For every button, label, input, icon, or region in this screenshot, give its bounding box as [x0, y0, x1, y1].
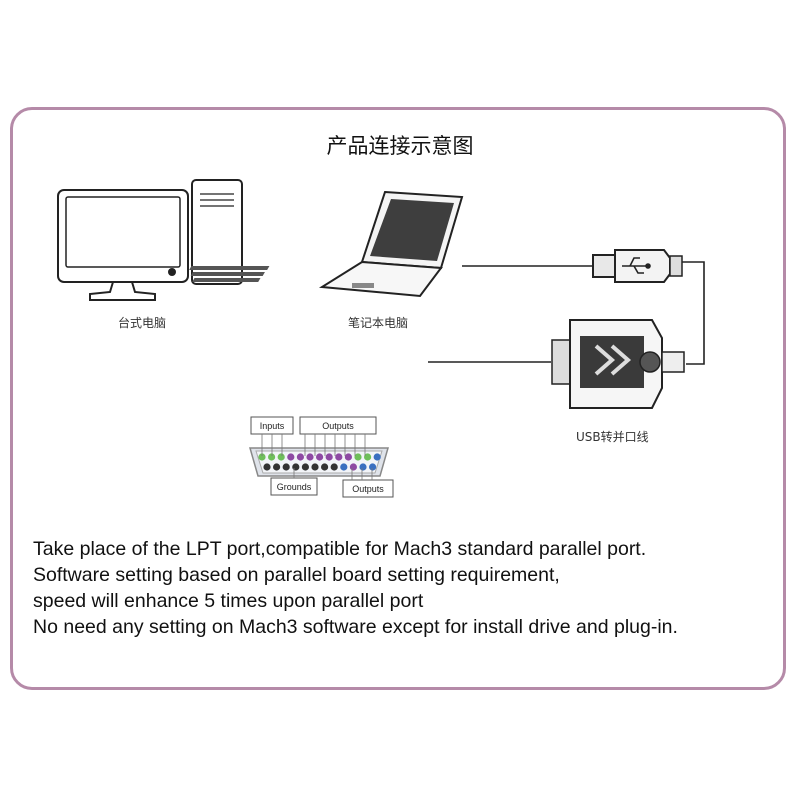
description-line: Software setting based on parallel board… [33, 564, 560, 586]
description-line: No need any setting on Mach3 software ex… [33, 616, 678, 638]
db25-pin [301, 463, 309, 471]
db25-pin [344, 453, 352, 461]
db25-pin [287, 453, 295, 461]
db25-pin [373, 453, 381, 461]
desktop-caption: 台式电脑 [118, 316, 167, 330]
usb-plug-icon [592, 249, 683, 283]
db25-pin [296, 453, 304, 461]
db25-pin [311, 463, 319, 471]
db25-pin [335, 453, 343, 461]
db25-connector-icon: Inputs Outputs Grounds Outputs [249, 416, 394, 498]
parallel-adapter-icon [551, 319, 685, 409]
db25-pin [292, 463, 300, 471]
db25-pin [277, 453, 285, 461]
description-line: speed will enhance 5 times upon parallel… [33, 590, 424, 612]
description-line: Take place of the LPT port,compatible fo… [33, 538, 647, 560]
db25-pin [330, 463, 338, 471]
pinout-grounds-label: Grounds [277, 482, 312, 492]
db25-pin [263, 463, 271, 471]
desktop-computer-icon [57, 179, 243, 301]
pinout-inputs-label: Inputs [260, 421, 285, 431]
db25-pin [325, 453, 333, 461]
db25-pin [364, 453, 372, 461]
pinout-outputs-bottom-label: Outputs [352, 484, 384, 494]
db25-pin [369, 463, 377, 471]
adapter-caption: USB转并口线 [576, 430, 649, 444]
db25-pin [359, 463, 367, 471]
diagram-title: 产品连接示意图 [326, 134, 474, 158]
db25-pin [273, 463, 281, 471]
db25-pin [354, 453, 362, 461]
db25-pin [268, 453, 276, 461]
db25-pin [340, 463, 348, 471]
db25-pin [258, 453, 266, 461]
pinout-outputs-top-label: Outputs [322, 421, 354, 431]
db25-pin [321, 463, 329, 471]
db25-pin [316, 453, 324, 461]
laptop-icon [189, 190, 464, 298]
db25-pin [306, 453, 314, 461]
laptop-caption: 笔记本电脑 [348, 316, 409, 330]
db25-pin [282, 463, 290, 471]
db25-pin [349, 463, 357, 471]
description-block: Take place of the LPT port,compatible fo… [33, 536, 783, 640]
